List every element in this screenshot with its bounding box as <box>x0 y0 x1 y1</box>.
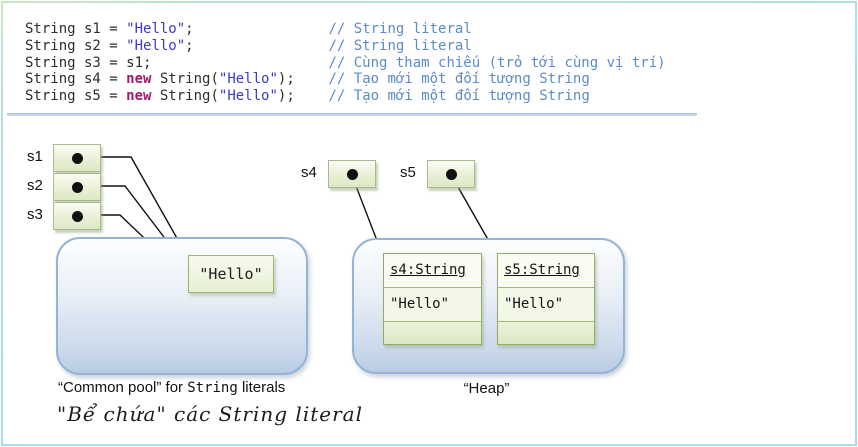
pointer-dot <box>71 210 83 222</box>
ref-box-s5 <box>427 160 475 188</box>
object-value-s5: "Hello" <box>498 288 594 322</box>
ref-box-s4 <box>328 160 376 188</box>
ref-label-s5: s5 <box>400 164 416 181</box>
object-value-s4: "Hello" <box>384 288 481 322</box>
pool-caption-mono: String <box>187 380 238 396</box>
ref-label-s4: s4 <box>301 164 317 181</box>
object-header-s5: s5:String <box>498 254 594 288</box>
string-object-s4: s4:String "Hello" <box>383 253 482 345</box>
ref-box-s3 <box>53 202 101 230</box>
ref-box-s1 <box>53 144 101 172</box>
heap-caption: “Heap” <box>463 380 510 397</box>
code-line: String s2 = "Hello"; // String literal <box>25 37 472 54</box>
object-footer-s5 <box>498 322 594 344</box>
code-line: String s1 = "Hello"; // String literal <box>25 21 472 37</box>
pointer-dot <box>71 181 83 193</box>
string-object-s5: s5:String "Hello" <box>497 253 595 345</box>
pool-caption-vietnamese: "Bể chứa" các String literal <box>57 402 363 426</box>
ref-box-s2 <box>53 173 101 201</box>
object-header-s4: s4:String <box>384 254 481 288</box>
pointer-dot <box>445 168 457 180</box>
code-line: String s3 = s1; // Cùng tham chiếu (trỏ … <box>25 54 666 71</box>
ref-label-s3: s3 <box>27 206 43 223</box>
divider-line <box>7 113 697 116</box>
pointer-dot <box>71 152 83 164</box>
object-footer-s4 <box>384 322 481 344</box>
ref-label-s1: s1 <box>27 148 43 165</box>
string-literal-box: "Hello" <box>188 255 274 293</box>
ref-label-s2: s2 <box>27 177 43 194</box>
code-line: String s5 = new String("Hello"); // Tạo … <box>25 88 590 105</box>
code-line: String s4 = new String("Hello"); // Tạo … <box>25 71 590 88</box>
pool-caption-post: literals <box>237 379 286 396</box>
pool-caption-pre: “Common pool” for <box>58 379 188 396</box>
pointer-dot <box>346 168 358 180</box>
pool-caption: “Common pool” for String literals <box>58 379 285 396</box>
